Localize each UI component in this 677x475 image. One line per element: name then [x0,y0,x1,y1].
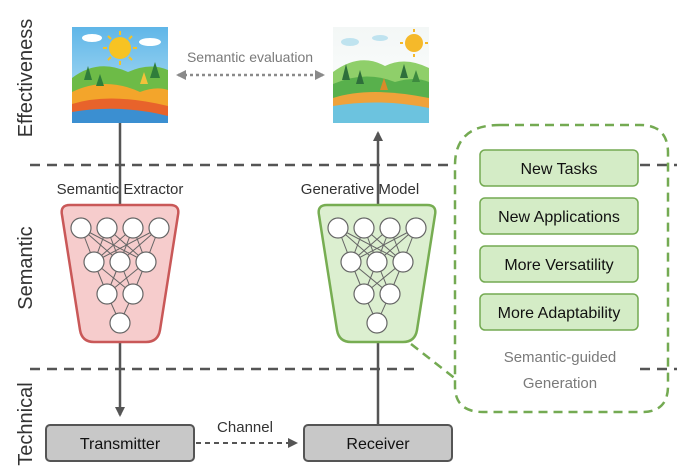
network-node [109,251,131,273]
benefit-label: More Versatility [504,257,613,274]
network-node [340,251,362,273]
network-node [96,217,118,239]
network-node [366,251,388,273]
network-node [379,283,401,305]
semantic-evaluation-label: Semantic evaluation [187,49,313,65]
generated-image [333,27,429,123]
network-node [109,312,131,334]
benefit-label: More Adaptability [498,305,621,322]
semantic-extractor-shape [60,203,180,344]
channel-label: Channel [217,419,273,436]
benefit-item-more-versatility: More Versatility [479,245,639,283]
network-node [122,283,144,305]
network-node [405,217,427,239]
source-image [72,27,168,123]
receiver-label: Receiver [346,436,410,453]
network-node [135,251,157,273]
network-node [392,251,414,273]
benefits-connector [410,343,458,381]
generative-model-shape [317,203,437,344]
benefit-label: New Tasks [520,161,597,178]
layer-label-effectiveness: Effectiveness [15,19,37,138]
benefits-note-line-2: Generation [523,375,597,392]
benefit-label: New Applications [498,209,620,226]
network-node [327,217,349,239]
network-node [148,217,170,239]
benefits-panel: New Tasks New Applications More Versatil… [410,123,670,414]
network-node [70,217,92,239]
benefits-note-line-1: Semantic-guided [504,349,617,366]
transmitter-label: Transmitter [80,436,161,453]
semantic-extractor-network [60,203,180,344]
network-node [379,217,401,239]
benefit-item-more-adaptability: More Adaptability [479,293,639,331]
generative-model-label: Generative Model [301,181,419,198]
layer-label-semantic: Semantic [15,226,37,309]
network-node [96,283,118,305]
network-node [83,251,105,273]
network-node [366,312,388,334]
layer-label-technical: Technical [15,382,37,465]
benefit-item-new-tasks: New Tasks [479,149,639,187]
network-node [353,217,375,239]
semantic-extractor-label: Semantic Extractor [57,181,184,198]
network-edge [93,227,160,263]
transmitter-block: Transmitter [45,424,195,462]
network-node [353,283,375,305]
generative-model-network [317,203,437,344]
network-edge [350,227,417,263]
receiver-block: Receiver [303,424,453,462]
network-node [122,217,144,239]
benefit-item-new-applications: New Applications [479,197,639,235]
